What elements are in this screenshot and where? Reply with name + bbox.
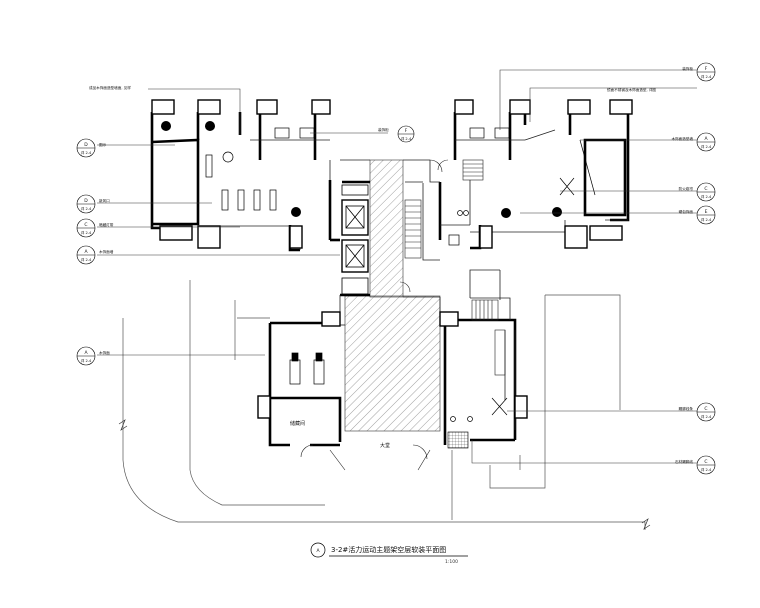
callout-left-4: A 详 2-4 木饰面墙 (76, 245, 114, 265)
svg-text:A: A (84, 350, 88, 356)
svg-text:F: F (705, 66, 708, 72)
central-corridor (344, 159, 441, 432)
svg-text:木饰面造型墙: 木饰面造型墙 (671, 136, 693, 141)
furniture (205, 127, 596, 422)
svg-text:详 2-4: 详 2-4 (701, 467, 712, 472)
callout-left-2: D 详 2-4 新风口 (76, 194, 110, 214)
svg-text:新风口: 新风口 (99, 198, 110, 203)
svg-text:详 2-4: 详 2-4 (81, 257, 92, 262)
svg-text:详 2-4: 详 2-4 (81, 206, 92, 211)
svg-text:详 2-4: 详 2-4 (81, 358, 92, 363)
svg-text:详 2-4: 详 2-4 (701, 217, 712, 222)
break-marks (118, 419, 651, 530)
site-lines (122, 280, 646, 530)
floor-grid (447, 431, 469, 449)
svg-text:C: C (84, 222, 87, 228)
svg-text:装饰柜: 装饰柜 (682, 66, 693, 71)
svg-text:D: D (84, 142, 88, 148)
title-main: 3-2#活力运动主题架空层软装平面图 (331, 545, 446, 554)
callout-right-1: F 详 2-4 装饰柜 (682, 62, 716, 82)
svg-text:详 2-4: 详 2-4 (81, 150, 92, 155)
svg-text:暗藏灯带: 暗藏灯带 (99, 222, 114, 227)
svg-text:详 2-4: 详 2-4 (701, 414, 712, 419)
callout-right-5: C 详 2-4 踢脚线条 (679, 402, 716, 422)
elevators (341, 184, 369, 295)
svg-text:C: C (704, 186, 707, 192)
top-note-left: 成品木饰面造型墙面, 见样 (89, 85, 131, 90)
doors (300, 159, 449, 471)
callout-right-2: A 详 2-4 木饰面造型墙 (671, 132, 716, 152)
columns (151, 99, 633, 419)
top-note-right: 镜面不锈钢及木饰面造型, 详图 (607, 87, 656, 92)
svg-text:详 2-4: 详 2-4 (701, 194, 712, 199)
svg-text:C: C (704, 459, 707, 465)
svg-text:防火卷帘: 防火卷帘 (679, 186, 694, 191)
room-label-lobby: 大堂 (380, 442, 390, 449)
callout-right-3: C 详 2-4 防火卷帘 (679, 182, 716, 202)
svg-text:木饰面: 木饰面 (99, 350, 110, 355)
svg-text:详 2-4: 详 2-4 (701, 74, 712, 79)
callout-right-6: C 详 2-4 石材踢脚线 (675, 455, 716, 475)
callout-left-3: C 详 2-4 暗藏灯带 (76, 218, 114, 238)
title-scale: 1:100 (445, 559, 458, 565)
svg-text:E: E (705, 209, 708, 215)
title-letter: A (316, 548, 320, 554)
callout-left-1: D 详 2-4 图示 (76, 138, 107, 158)
svg-text:石材踢脚线: 石材踢脚线 (675, 459, 693, 464)
plants (161, 121, 562, 218)
callout-mid: 装饰柜 F 详 2-4 (378, 125, 415, 143)
svg-text:A: A (84, 249, 88, 255)
partitions (198, 129, 628, 430)
svg-text:详 2-4: 详 2-4 (701, 144, 712, 149)
svg-text:F: F (405, 128, 408, 134)
leader-lines (97, 69, 697, 464)
svg-text:图示: 图示 (99, 143, 107, 147)
stairs (404, 159, 506, 376)
svg-text:C: C (704, 406, 707, 412)
callout-left-5: A 详 2-4 木饰面 (76, 346, 110, 366)
svg-text:踢脚线条: 踢脚线条 (679, 406, 694, 411)
svg-text:装饰柜: 装饰柜 (378, 127, 389, 132)
svg-text:详 2-4: 详 2-4 (401, 136, 412, 141)
room-label-store: 储藏间 (290, 420, 305, 427)
svg-text:木饰面墙: 木饰面墙 (99, 249, 114, 254)
drawing-title: A 3-2#活力运动主题架空层软装平面图 1:100 (310, 542, 468, 565)
svg-text:D: D (84, 198, 88, 204)
svg-text:详 2-4: 详 2-4 (81, 230, 92, 235)
svg-text:硬包饰面: 硬包饰面 (679, 209, 694, 214)
callout-right-4: E 详 2-4 硬包饰面 (679, 205, 716, 225)
svg-text:A: A (704, 136, 708, 142)
